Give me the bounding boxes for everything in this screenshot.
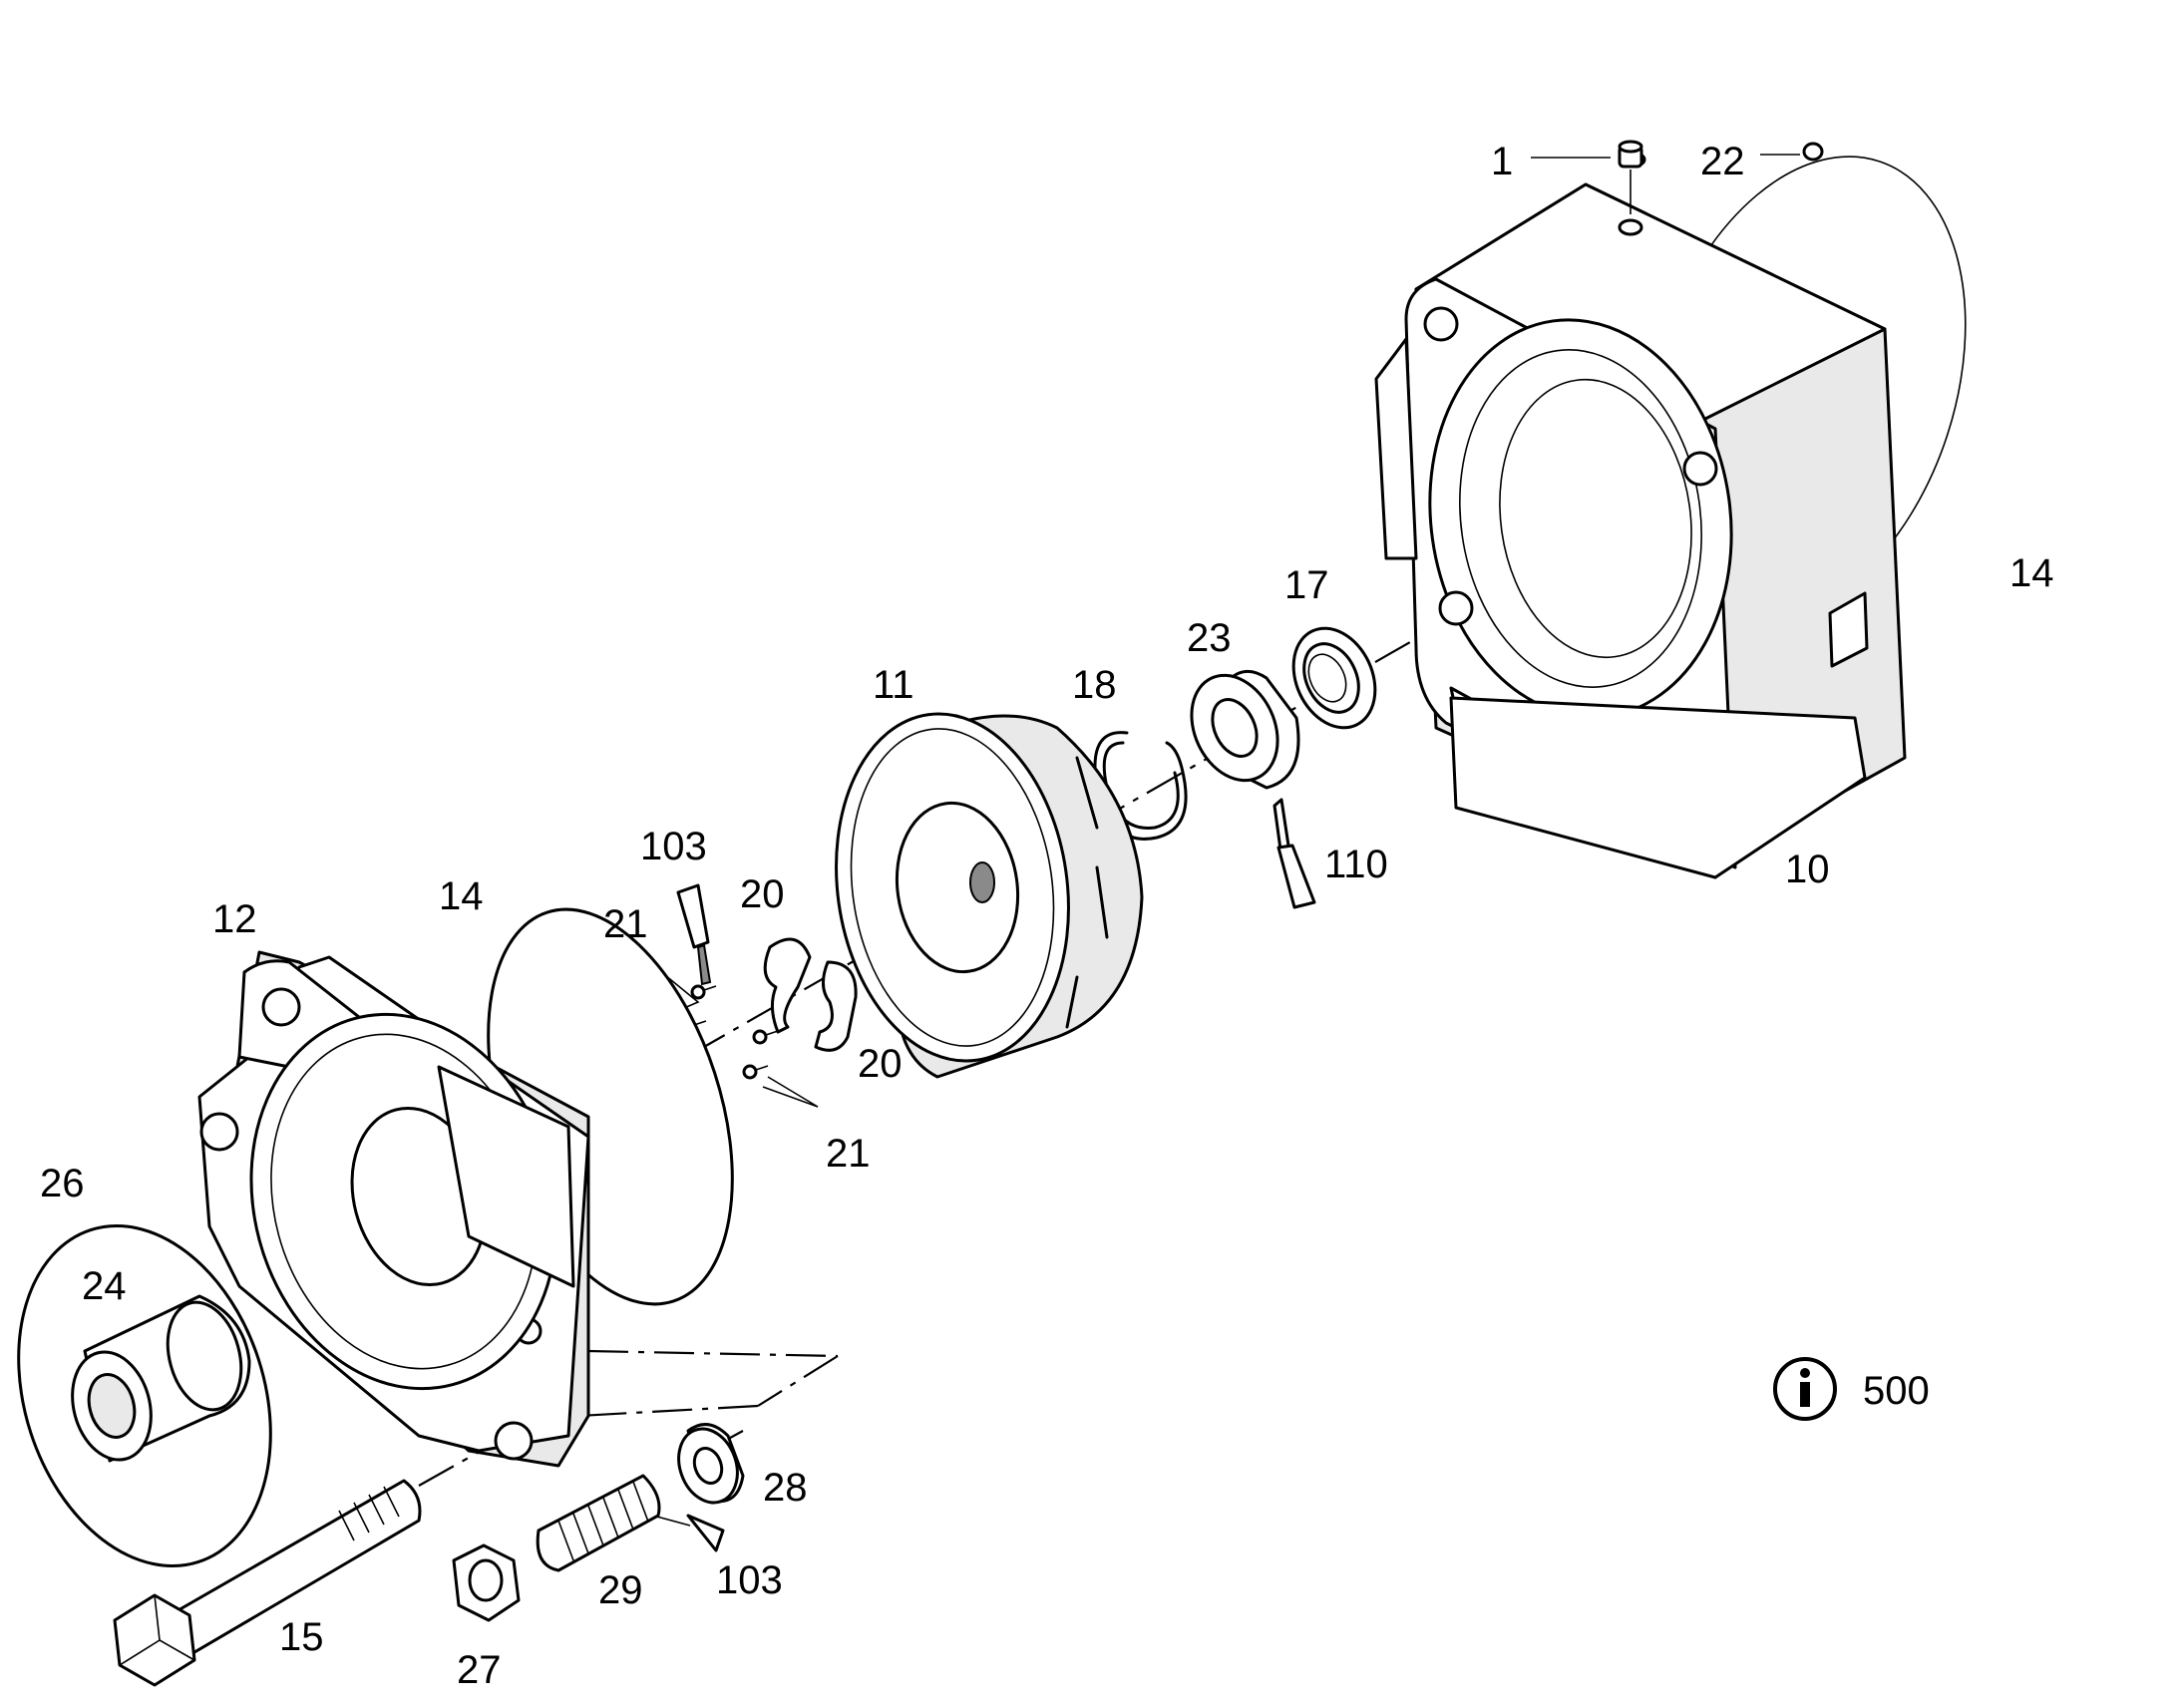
circlip-part-18: [1093, 731, 1188, 841]
leader-lines: [1531, 154, 1800, 159]
callout-110: 110: [1324, 843, 1388, 886]
housing-part-10: [1374, 152, 1967, 879]
hex-bolt-part-15: [113, 1479, 422, 1687]
callout-12: 12: [212, 897, 257, 941]
impeller-part-11: [835, 712, 1144, 1079]
callout-26: 26: [40, 1162, 85, 1205]
sealant-tube-part-110: [1272, 798, 1316, 909]
callout-20-bottom: 20: [858, 1042, 903, 1086]
callout-15: 15: [279, 1615, 324, 1659]
coupling-part-24: [71, 1294, 251, 1463]
callout-28: 28: [763, 1466, 808, 1510]
callout-20-top: 20: [740, 872, 785, 916]
clamp-part-20-bottom: [814, 960, 858, 1052]
plug-screw-part-1: [1618, 140, 1643, 236]
info-reference: 500: [1773, 1357, 1930, 1421]
callout-11: 11: [873, 663, 914, 707]
callout-22: 22: [1700, 140, 1745, 183]
info-icon: [1773, 1357, 1837, 1421]
callout-21-bottom: 21: [826, 1132, 871, 1176]
threadlock-tube-part-103-bottom: [652, 1514, 725, 1552]
shaft-seal-part-17: [1291, 626, 1377, 730]
callout-14-left: 14: [439, 874, 484, 918]
clamp-part-20-top: [763, 937, 812, 1034]
flange-part-12: [197, 950, 590, 1468]
callout-17: 17: [1284, 563, 1329, 607]
callout-10: 10: [1785, 848, 1830, 891]
hex-nut-part-27: [452, 1543, 521, 1622]
stud-part-29: [536, 1474, 661, 1572]
threadlock-tube-part-103-top: [676, 883, 712, 986]
callout-14-right: 14: [2009, 551, 2054, 595]
callout-23: 23: [1187, 616, 1232, 660]
bearing-part-23: [1190, 669, 1300, 790]
seal-ring-part-22: [1802, 142, 1824, 162]
callout-1: 1: [1491, 140, 1513, 183]
callout-103-bottom: 103: [716, 1558, 783, 1602]
callout-21-top: 21: [603, 902, 648, 946]
callout-103-top: 103: [640, 825, 707, 868]
callout-27: 27: [457, 1648, 502, 1692]
callout-24: 24: [82, 1264, 127, 1308]
callout-labels: 1 22 14 17 23 18 11 110 10 103 20 21 14 …: [40, 140, 2054, 1692]
callout-29: 29: [598, 1568, 643, 1612]
info-number: 500: [1863, 1369, 1930, 1413]
callout-18: 18: [1072, 663, 1117, 707]
spacer-part-28: [677, 1423, 745, 1505]
